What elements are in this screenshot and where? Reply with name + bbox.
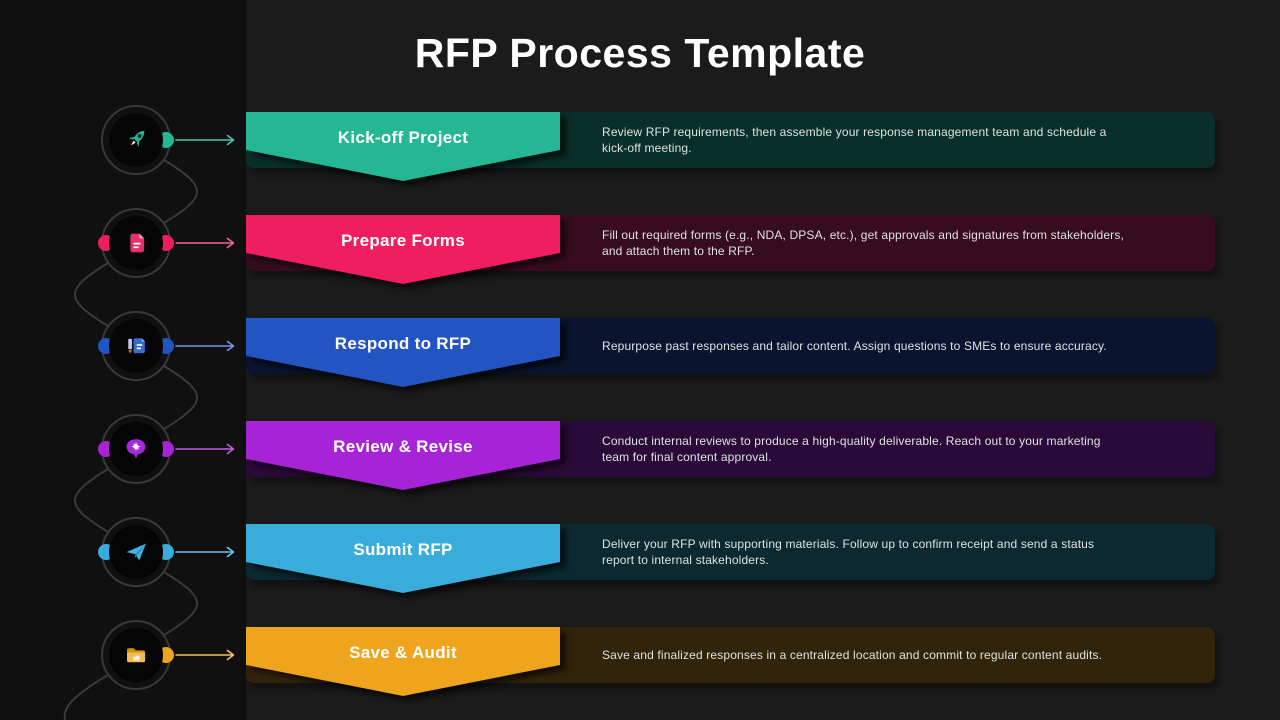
step-icon-circle xyxy=(109,319,163,373)
step-icon-circle xyxy=(109,628,163,682)
step-description: Conduct internal reviews to produce a hi… xyxy=(602,433,1101,465)
process-step-5: Deliver your RFP with supporting materia… xyxy=(0,524,1280,593)
step-icon-circle xyxy=(109,422,163,476)
step-banner: Save & Audit xyxy=(246,627,560,696)
step-banner: Prepare Forms xyxy=(246,215,560,284)
step-banner: Review & Revise xyxy=(246,421,560,490)
arrow-icon xyxy=(175,443,235,455)
step-label: Prepare Forms xyxy=(341,231,465,250)
process-step-6: Save and finalized responses in a centra… xyxy=(0,627,1280,696)
step-description: Repurpose past responses and tailor cont… xyxy=(602,338,1107,353)
paper-plane-icon xyxy=(126,543,146,561)
process-step-4: Conduct internal reviews to produce a hi… xyxy=(0,421,1280,490)
step-banner: Respond to RFP xyxy=(246,318,560,387)
arrow-icon xyxy=(175,546,235,558)
process-step-2: Fill out required forms (e.g., NDA, DPSA… xyxy=(0,215,1280,284)
step-description: Review RFP requirements, then assemble y… xyxy=(602,124,1107,156)
sparkle-badge-icon xyxy=(126,439,146,459)
step-label: Review & Revise xyxy=(333,437,473,456)
step-description: Deliver your RFP with supporting materia… xyxy=(602,536,1095,568)
step-icon-circle xyxy=(109,525,163,579)
step-icon-circle xyxy=(109,113,163,167)
step-label: Kick-off Project xyxy=(337,128,469,147)
arrow-icon xyxy=(175,649,235,661)
step-label: Save & Audit xyxy=(349,643,457,662)
edit-document-icon xyxy=(128,338,145,354)
process-step-1: Review RFP requirements, then assemble y… xyxy=(0,112,1280,181)
step-label: Submit RFP xyxy=(353,540,453,559)
rocket-icon xyxy=(128,130,145,148)
arrow-icon xyxy=(175,134,235,146)
arrow-icon xyxy=(175,340,235,352)
folder-icon xyxy=(127,648,146,663)
step-label: Respond to RFP xyxy=(334,334,472,353)
step-icon-circle xyxy=(109,216,163,270)
process-step-3: Repurpose past responses and tailor cont… xyxy=(0,318,1280,387)
document-icon xyxy=(130,233,145,253)
arrow-icon xyxy=(175,237,235,249)
step-description: Fill out required forms (e.g., NDA, DPSA… xyxy=(602,227,1124,259)
step-description: Save and finalized responses in a centra… xyxy=(602,647,1103,662)
page-title: RFP Process Template xyxy=(414,30,866,76)
step-banner: Submit RFP xyxy=(246,524,560,593)
step-banner: Kick-off Project xyxy=(246,112,560,181)
